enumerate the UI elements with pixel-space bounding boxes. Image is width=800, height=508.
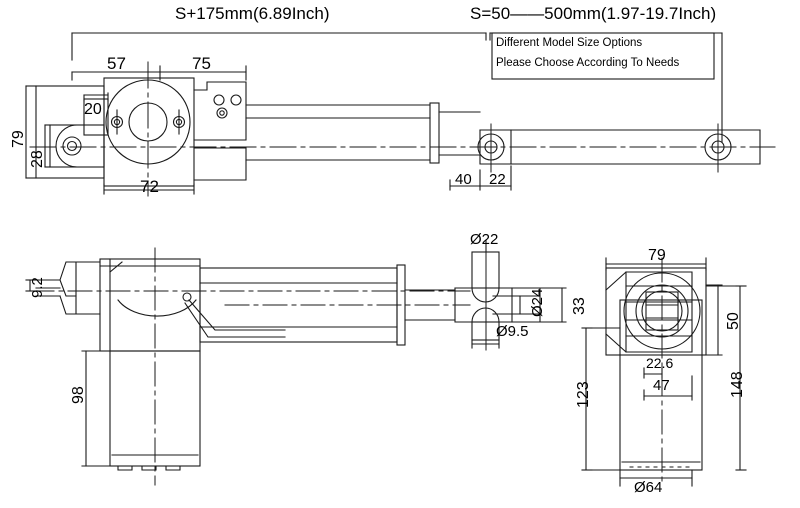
dimension-label-28: 28 [29,150,46,168]
note-box-frame [491,32,715,80]
dimension-label-40: 40 [455,171,472,188]
dimension-label-79-front: 79 [648,247,666,264]
dimension-label-diameter-22: Ø22 [470,231,499,248]
dimension-label-diameter-9-5: Ø9.5 [496,323,529,340]
dimension-label-diameter-24: Ø24 [529,288,546,317]
dimension-label-50: 50 [725,312,742,330]
dimension-label-57: 57 [107,54,126,73]
dimension-label-22: 22 [489,171,506,188]
dimension-label-20: 20 [84,101,102,118]
dimension-label-123: 123 [575,381,592,408]
dimension-label-22-6: 22.6 [646,355,674,371]
stroke-total-title: S+175mm(6.89Inch) [175,4,330,23]
dimension-label-148: 148 [729,371,746,398]
stroke-range-title: S=50——500mm(1.97-19.7Inch) [470,4,717,23]
dimension-label-79: 79 [10,130,27,148]
top-view-geometry [25,61,776,197]
front-view-geometry [581,257,747,487]
dimension-label-98: 98 [70,386,87,404]
dimension-label-75: 75 [192,54,211,73]
stroke-total-dimension-line [71,32,487,61]
dimension-label-72: 72 [140,177,159,196]
dimension-label-33: 33 [571,297,588,315]
side-view-geometry [25,239,567,486]
dimension-label-diameter-64: Ø64 [634,479,663,496]
stroke-range-dimension-line [489,32,723,143]
note-line-2: Please Choose According To Needs [496,57,680,69]
note-line-1: Different Model Size Options [496,37,643,49]
dimension-label-9-2: 9.2 [29,277,46,298]
dimension-label-47: 47 [653,377,670,394]
